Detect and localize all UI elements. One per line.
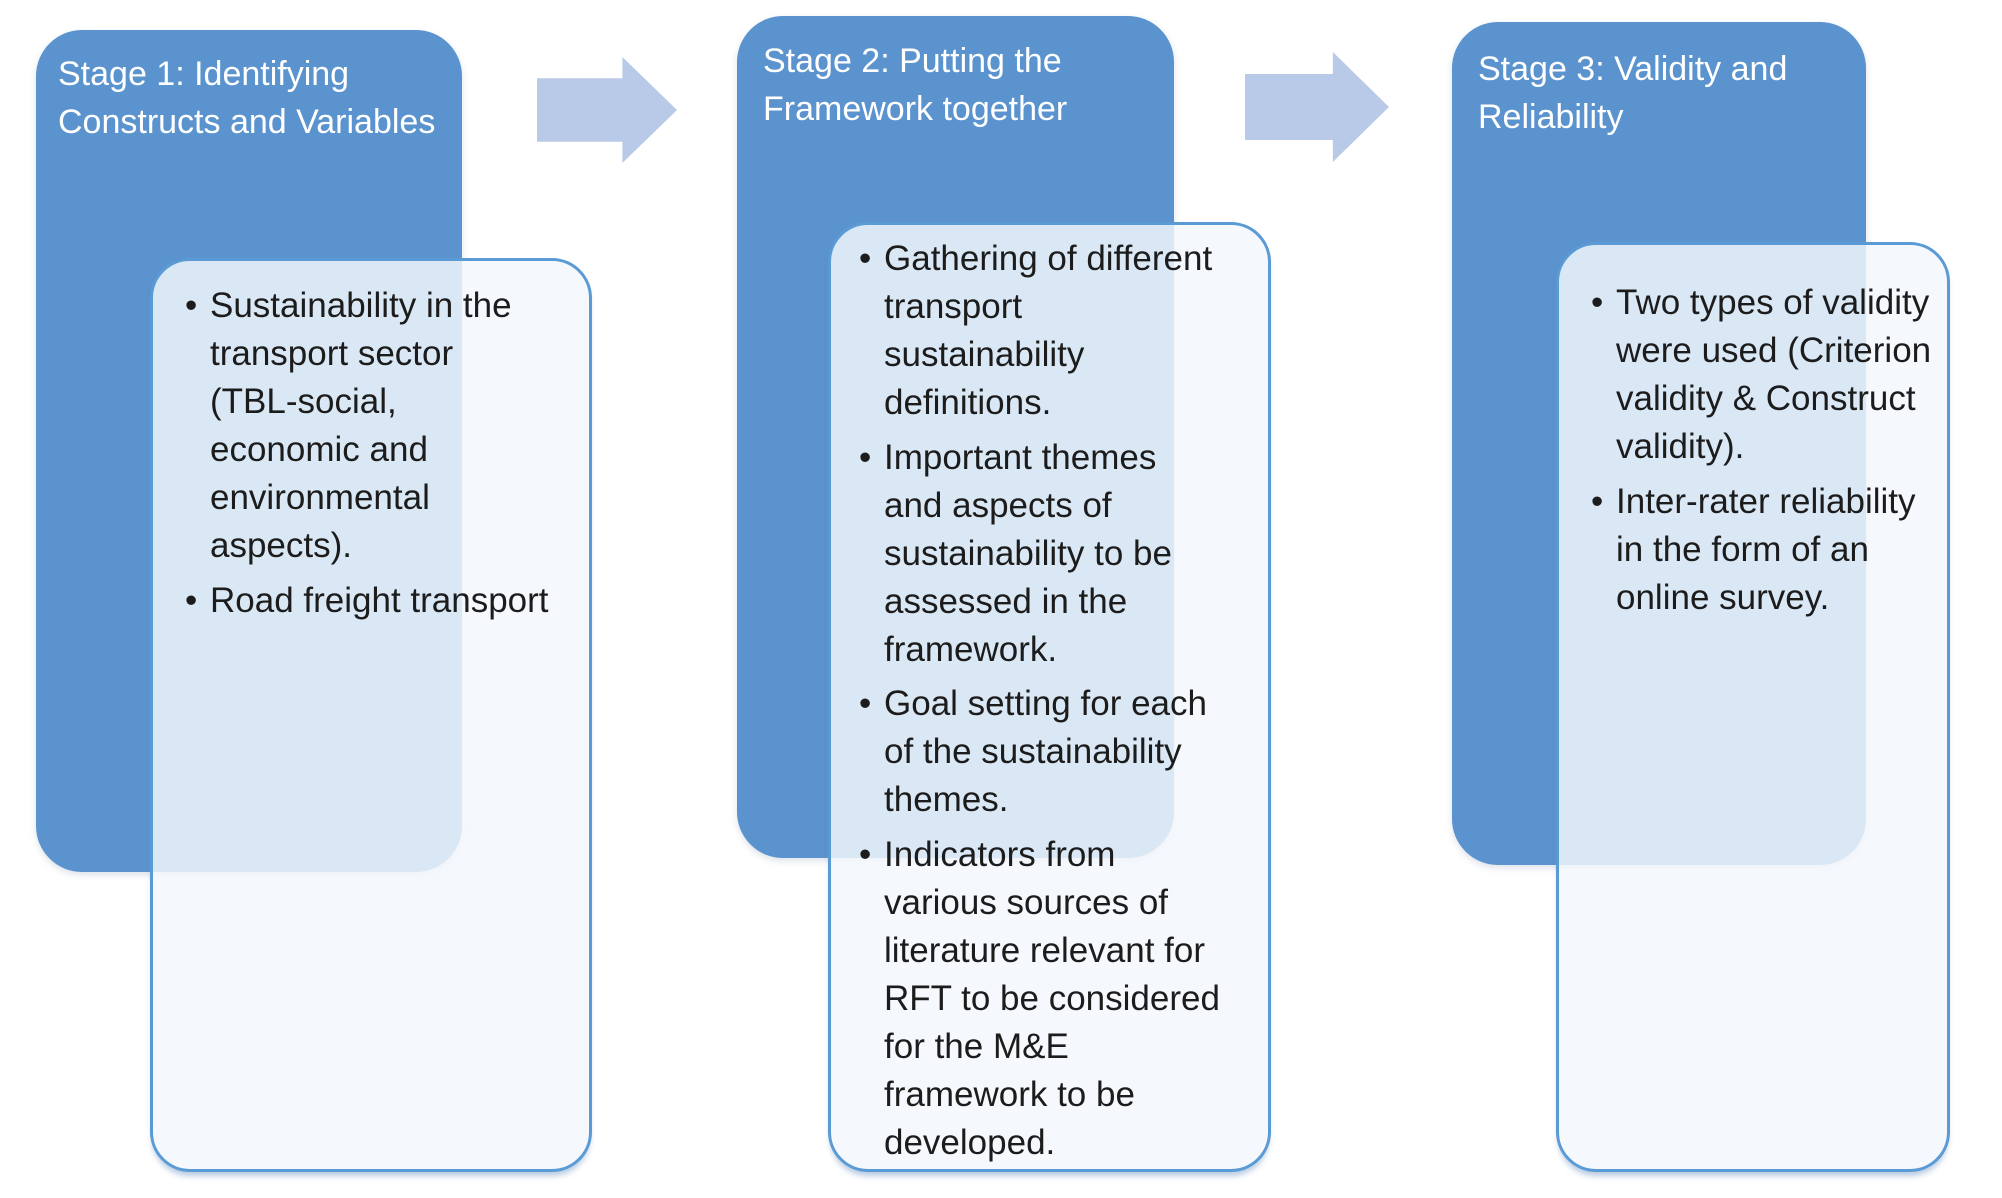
stage-2-content-box: Gathering of different transport sustain…	[828, 222, 1271, 1172]
stage-3-title: Stage 3: Validity and Reliability	[1478, 50, 1788, 136]
stage-2-bullet-text: Important themes and aspects of sustaina…	[884, 437, 1172, 669]
right-arrow-icon	[537, 57, 677, 163]
bullet-dot-icon	[185, 577, 210, 625]
bullet-dot-icon	[859, 831, 884, 1167]
right-arrow-icon	[1245, 52, 1389, 162]
stage-3-bullet-item: Two types of validity were used (Criteri…	[1591, 279, 1935, 471]
stage-1-title: Stage 1: Identifying Constructs and Vari…	[58, 55, 436, 141]
stage-3-bullet-text: Two types of validity were used (Criteri…	[1616, 283, 1932, 466]
stage-2-bullet-item: Important themes and aspects of sustaina…	[859, 434, 1224, 674]
stage-2-bullet-text: Indicators from various sources of liter…	[884, 835, 1220, 1162]
stage-3-bullet-item: Inter-rater reliability in the form of a…	[1591, 478, 1935, 622]
stage-1-bullet-text: Sustainability in the transport sector (…	[210, 286, 512, 565]
stage-3-content-box: Two types of validity were used (Criteri…	[1556, 242, 1950, 1172]
stage-1-bullet-item: Road freight transport	[185, 577, 549, 625]
stage-1-content-box: Sustainability in the transport sector (…	[150, 258, 592, 1172]
bullet-dot-icon	[1591, 478, 1616, 622]
stage-2-bullet-item: Goal setting for each of the sustainabil…	[859, 680, 1224, 824]
bullet-dot-icon	[185, 282, 210, 570]
stage-2-bullet-text: Goal setting for each of the sustainabil…	[884, 684, 1207, 820]
stage-2-bullet-item: Gathering of different transport sustain…	[859, 235, 1224, 427]
stage-1-bullet-text: Road freight transport	[210, 580, 549, 620]
stage-2-bullet-text: Gathering of different transport sustain…	[884, 239, 1213, 422]
stage-1-bullet-item: Sustainability in the transport sector (…	[185, 282, 549, 570]
bullet-dot-icon	[859, 434, 884, 674]
bullet-dot-icon	[859, 680, 884, 824]
stage-2-bullet-item: Indicators from various sources of liter…	[859, 831, 1224, 1167]
stage-3-bullet-text: Inter-rater reliability in the form of a…	[1616, 481, 1916, 617]
bullet-dot-icon	[1591, 279, 1616, 471]
stage-2-title: Stage 2: Putting the Framework together	[763, 42, 1068, 128]
bullet-dot-icon	[859, 235, 884, 427]
